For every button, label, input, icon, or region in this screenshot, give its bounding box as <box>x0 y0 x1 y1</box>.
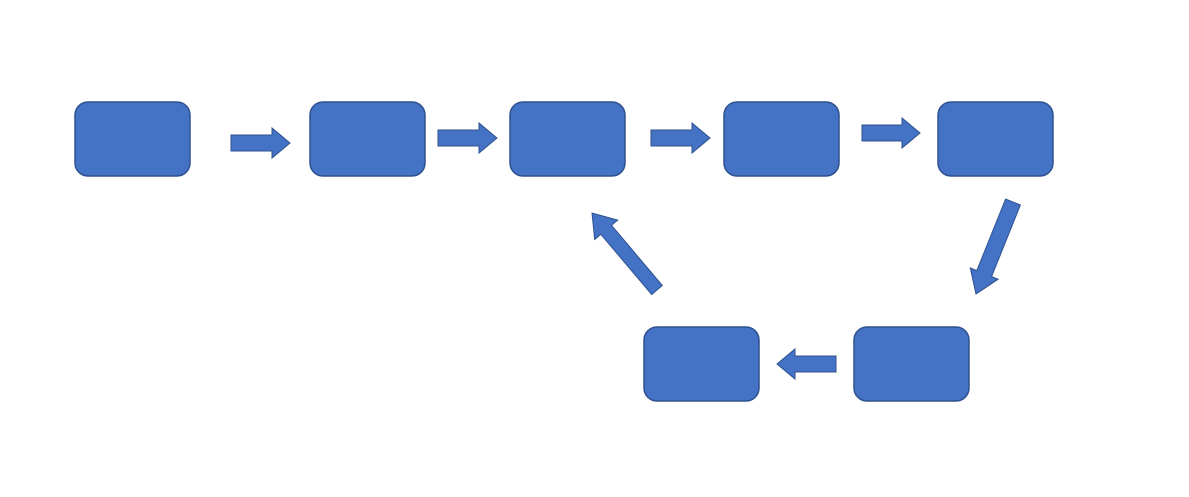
process-box-5 <box>937 101 1054 177</box>
flow-arrow-n7-to-n3 <box>591 212 664 296</box>
process-box-shape <box>853 326 970 402</box>
process-box-1 <box>74 101 191 177</box>
process-box-2 <box>309 101 426 177</box>
flow-arrow-n1-to-n2 <box>230 126 291 160</box>
process-box-shape <box>309 101 426 177</box>
process-box-7 <box>643 326 760 402</box>
process-box-shape <box>937 101 1054 177</box>
process-box-shape <box>723 101 840 177</box>
process-box-shape <box>74 101 191 177</box>
flow-arrow-n2-to-n3 <box>437 121 498 155</box>
process-box-shape <box>509 101 626 177</box>
process-box-4 <box>723 101 840 177</box>
flow-arrow-n3-to-n4 <box>650 121 711 155</box>
arrows-layer <box>230 116 1022 381</box>
process-box-6 <box>853 326 970 402</box>
flow-arrow-n6-to-n7 <box>776 347 837 381</box>
process-box-shape <box>643 326 760 402</box>
flow-arrow-n4-to-n5 <box>861 116 921 150</box>
process-box-3 <box>509 101 626 177</box>
flow-arrow-n5-to-n6 <box>969 198 1022 295</box>
nodes-layer <box>74 101 1054 402</box>
